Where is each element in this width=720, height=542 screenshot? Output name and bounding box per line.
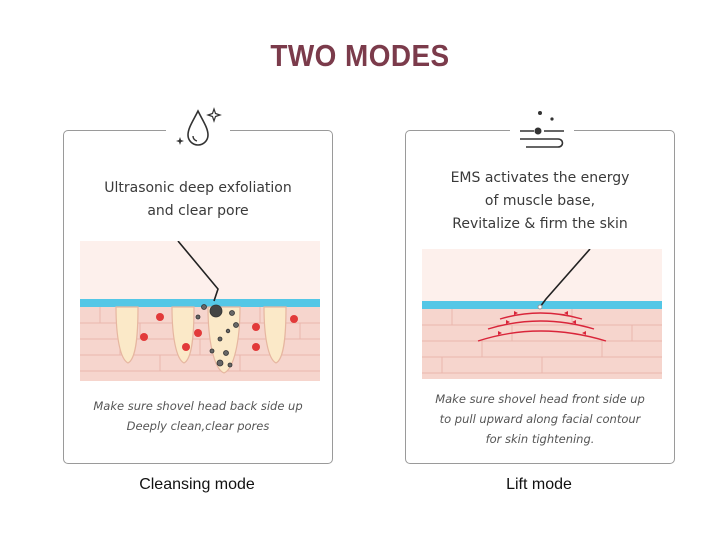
cleansing-heading: Ultrasonic deep exfoliation and clear po…	[64, 177, 332, 223]
lift-mode-label: Lift mode	[506, 476, 572, 493]
heading-line: and clear pore	[147, 203, 249, 219]
heading-line: Ultrasonic deep exfoliation	[104, 180, 292, 196]
skin-illustration-lift	[422, 248, 662, 379]
heading-line: EMS activates the energy	[450, 170, 630, 186]
heading-line: Revitalize & firm the skin	[452, 216, 628, 232]
note-line: for skin tightening.	[485, 432, 595, 446]
note-line: Make sure shovel head back side up	[93, 399, 303, 413]
water-drop-sparkle-icon	[166, 103, 230, 159]
lift-note: Make sure shovel head front side up to p…	[406, 389, 674, 449]
heading-line: of muscle base,	[484, 193, 596, 209]
page-title: TWO MODES	[270, 38, 450, 73]
cleansing-note: Make sure shovel head back side up Deepl…	[64, 396, 332, 436]
note-line: to pull upward along facial contour	[439, 412, 641, 426]
lift-heading: EMS activates the energy of muscle base,…	[406, 167, 674, 236]
note-line: Deeply clean,clear pores	[126, 419, 270, 433]
cleansing-mode-card: Ultrasonic deep exfoliation and clear po…	[63, 103, 333, 464]
cleansing-mode-label: Cleansing mode	[139, 476, 255, 493]
skin-illustration-cleansing	[80, 240, 320, 381]
lift-wave-icon	[510, 103, 574, 159]
lift-mode-card: EMS activates the energy of muscle base,…	[405, 103, 675, 464]
note-line: Make sure shovel head front side up	[435, 392, 645, 406]
